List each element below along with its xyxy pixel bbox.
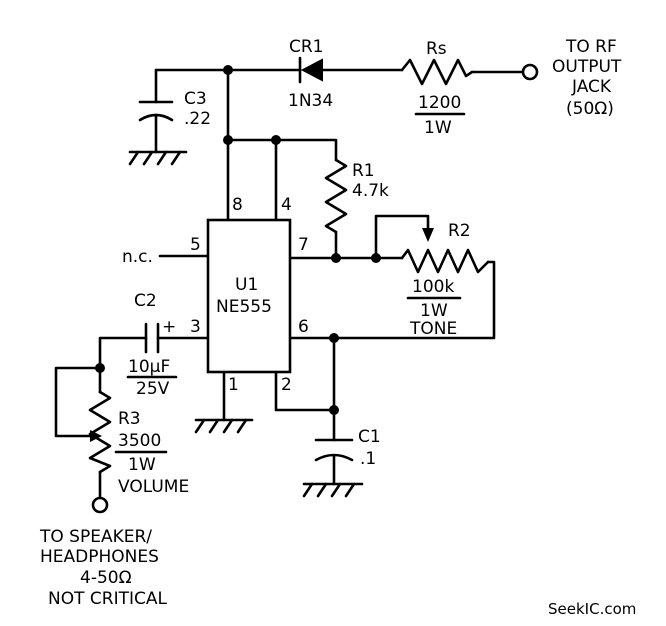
c3-value-label: .22 bbox=[184, 109, 211, 129]
speaker-output-terminal bbox=[91, 496, 109, 514]
junction-dot bbox=[371, 253, 381, 263]
wire-pin8-pin4-bus bbox=[226, 138, 338, 162]
speaker-line2: HEADPHONES bbox=[40, 547, 159, 567]
r3-wiper-arrow bbox=[90, 430, 102, 442]
pin-3-label: 3 bbox=[190, 317, 201, 337]
rs-ref-label: Rs bbox=[426, 39, 447, 59]
nc-label: n.c. bbox=[122, 247, 153, 267]
rf-output-jack-terminal bbox=[521, 63, 539, 81]
pin-5-label: 5 bbox=[190, 235, 201, 255]
c2-ref-label: C2 bbox=[134, 291, 157, 311]
speaker-line1: TO SPEAKER/ bbox=[39, 527, 152, 547]
speaker-line3: 4-50Ω bbox=[80, 568, 132, 588]
r3-ref-label: R3 bbox=[118, 409, 141, 429]
c3-ref-label: C3 bbox=[184, 89, 207, 109]
r2-ref-label: R2 bbox=[448, 221, 471, 241]
pin-1-label: 1 bbox=[228, 375, 239, 395]
diode-cr1 bbox=[298, 56, 323, 84]
wires bbox=[54, 68, 524, 500]
c1-value-label: .1 bbox=[360, 449, 376, 469]
rf-output-line4: (50Ω) bbox=[566, 99, 614, 119]
r2-power-label: 1W bbox=[420, 301, 448, 321]
wire-r3-wiper-loop bbox=[54, 366, 102, 438]
rs-power-label: 1W bbox=[424, 118, 452, 138]
cr1-part-label: 1N34 bbox=[288, 91, 333, 111]
watermark: SeekIC.com bbox=[548, 600, 636, 618]
wire-c2-to-r3 bbox=[98, 336, 148, 370]
wire-r2-to-pin6 bbox=[288, 260, 496, 340]
junction-dot bbox=[223, 135, 233, 145]
u1-part-label: NE555 bbox=[216, 297, 272, 317]
r3-function-label: VOLUME bbox=[118, 477, 189, 497]
junction-dot bbox=[331, 253, 341, 263]
r2-function-label: TONE bbox=[409, 319, 457, 339]
wire-r2-wiper-loop bbox=[374, 214, 430, 260]
junction-dot bbox=[329, 405, 339, 415]
junction-dot bbox=[95, 363, 105, 373]
r3-value-label: 3500 bbox=[118, 431, 161, 451]
pin-8-label: 8 bbox=[232, 195, 243, 215]
rs-value-label: 1200 bbox=[418, 93, 461, 113]
pin-4-label: 4 bbox=[281, 195, 292, 215]
ic-u1-body bbox=[206, 218, 292, 374]
ground-symbol-c1 bbox=[302, 482, 364, 498]
junction-dot bbox=[223, 65, 233, 75]
r2-wiper-arrow bbox=[422, 228, 434, 242]
rf-output-line1: TO RF bbox=[565, 37, 617, 57]
c2-polarity-label: + bbox=[162, 317, 176, 337]
c1-ref-label: C1 bbox=[358, 427, 381, 447]
capacitor-c1 bbox=[314, 438, 354, 462]
speaker-line4: NOT CRITICAL bbox=[48, 589, 167, 609]
resistor-r1 bbox=[324, 158, 348, 234]
junction-dot bbox=[329, 333, 339, 343]
r1-value-label: 4.7k bbox=[352, 181, 389, 201]
r1-ref-label: R1 bbox=[352, 161, 375, 181]
ground-symbol-pin1 bbox=[194, 418, 254, 434]
rf-output-line3: JACK bbox=[571, 77, 612, 97]
pin-7-label: 7 bbox=[298, 235, 309, 255]
capacitor-c3 bbox=[138, 100, 174, 122]
u1-ref-label: U1 bbox=[235, 275, 258, 295]
rf-output-line2: OUTPUT bbox=[552, 57, 622, 77]
c1-plate-bottom bbox=[314, 453, 354, 462]
cr1-ref-label: CR1 bbox=[289, 37, 324, 57]
c3-plate-bottom bbox=[138, 113, 174, 122]
r3-power-label: 1W bbox=[128, 455, 156, 475]
junctions bbox=[95, 65, 381, 415]
diode-triangle bbox=[300, 58, 323, 82]
r2-value-label: 100k bbox=[412, 277, 454, 297]
resistor-rs bbox=[400, 58, 474, 86]
pin-2-label: 2 bbox=[281, 375, 292, 395]
c2-voltage-label: 25V bbox=[136, 379, 170, 399]
c2-value-label: 10µF bbox=[128, 357, 170, 377]
pin-6-label: 6 bbox=[298, 317, 309, 337]
capacitor-c2 bbox=[144, 322, 160, 354]
ground-symbol-c3 bbox=[128, 150, 188, 166]
potentiometer-r2 bbox=[400, 248, 490, 274]
junction-dot bbox=[271, 135, 281, 145]
wire-pin2 bbox=[274, 370, 336, 412]
